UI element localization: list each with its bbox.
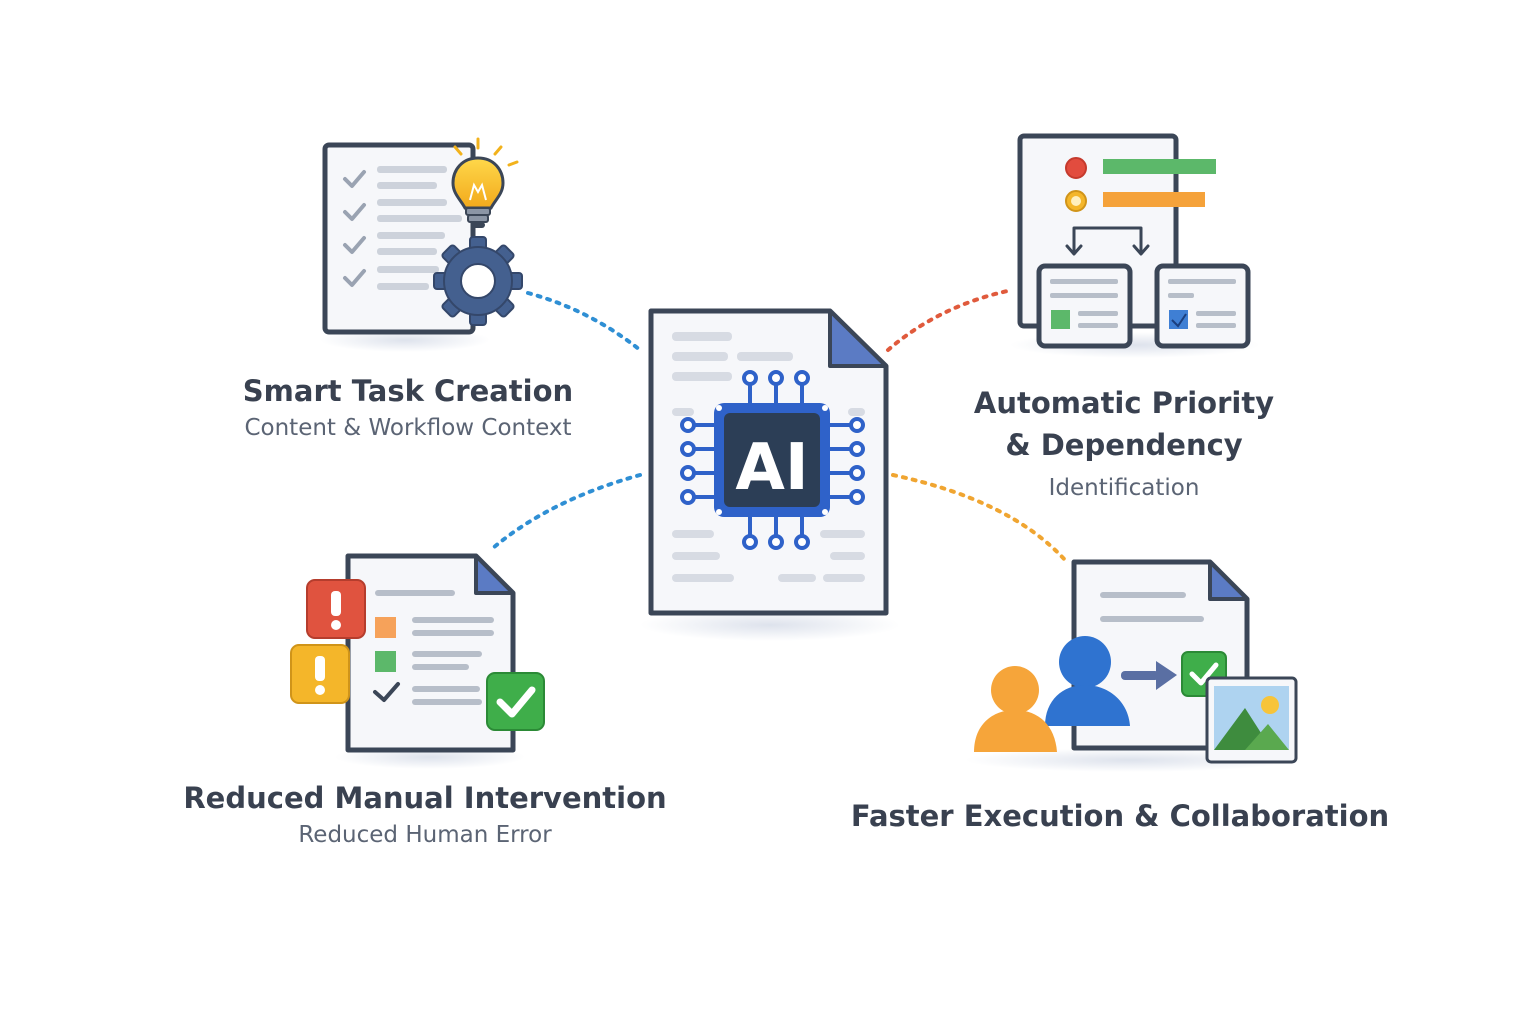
connector-top-left — [526, 291, 642, 352]
feature-title: Reduced Manual Intervention — [183, 781, 667, 815]
priority-flowchart-icon — [1010, 133, 1260, 358]
connector-bottom-left — [491, 473, 642, 550]
connectors — [491, 288, 1067, 562]
feature-title: Faster Execution & Collaboration — [850, 799, 1390, 833]
feature-title-line1: Automatic Priority — [973, 386, 1275, 420]
feature-title-line2: & Dependency — [1005, 428, 1243, 462]
feature-smart-task-creation: Smart Task Creation Content & Workflow C… — [188, 370, 628, 444]
connector-top-right — [886, 288, 1014, 352]
green-check-icon — [486, 672, 545, 731]
gear-icon — [433, 236, 523, 326]
chip-label: AI — [735, 431, 808, 505]
feature-faster-execution: Faster Execution & Collaboration — [840, 795, 1400, 837]
feature-subtitle: Identification — [1048, 475, 1200, 501]
chip-pins — [680, 370, 865, 550]
arrow-right-icon — [1121, 661, 1177, 690]
task-document-icon — [335, 553, 525, 769]
yellow-alert-icon — [290, 644, 350, 704]
feature-automatic-priority: Automatic Priority & Dependency Identifi… — [924, 382, 1324, 504]
red-alert-icon — [306, 579, 366, 639]
feature-reduced-manual-intervention: Reduced Manual Intervention Reduced Huma… — [150, 777, 700, 851]
team-users-icon — [974, 636, 1130, 752]
image-icon — [1205, 676, 1298, 764]
lightbulb-icon — [451, 137, 519, 228]
doc-lines — [672, 332, 865, 582]
feature-subtitle: Content & Workflow Context — [244, 415, 572, 441]
ai-chip-document-icon: AI — [640, 308, 900, 641]
connector-bottom-right — [891, 473, 1067, 562]
feature-title: Smart Task Creation — [242, 374, 574, 408]
feature-subtitle: Reduced Human Error — [298, 822, 552, 848]
